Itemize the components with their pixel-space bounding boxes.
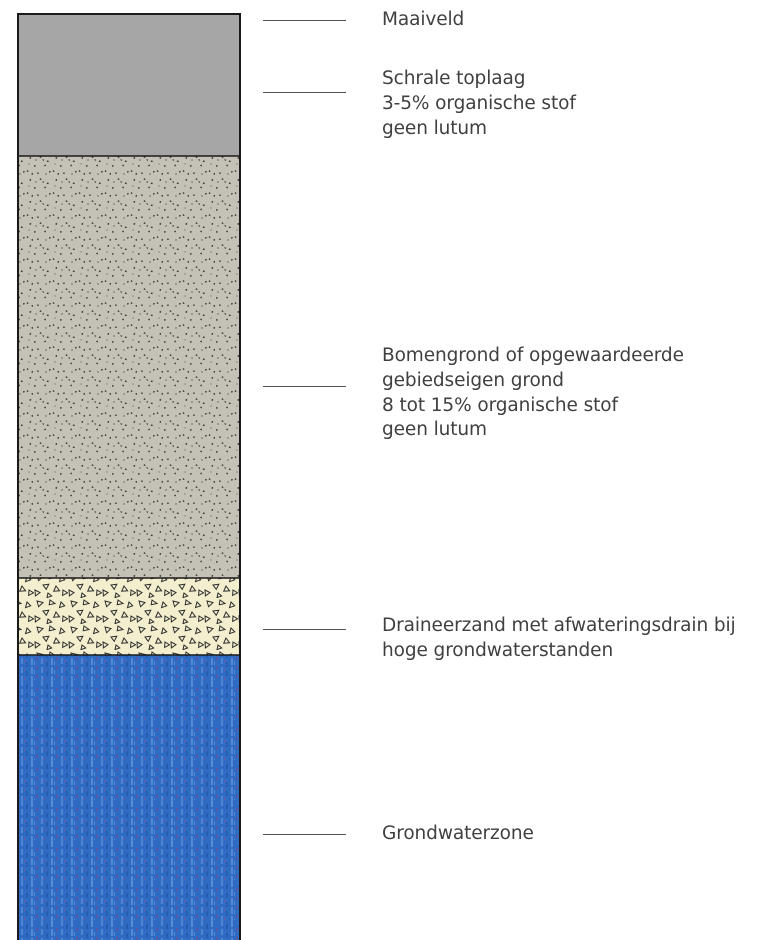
- label-line: Maaiveld: [382, 9, 465, 30]
- label-line: hoge grondwaterstanden: [382, 639, 614, 661]
- column-outline: [17, 13, 241, 940]
- layer-draineerzand: [18, 578, 240, 655]
- label-maaiveld: Maaiveld: [382, 8, 464, 33]
- label-line: Draineerzand met afwateringsdrain bij: [382, 615, 736, 636]
- label-line: 8 tot 15% organische stof: [382, 394, 618, 416]
- label-draineerzand: Draineerzand met afwateringsdrain bij ho…: [382, 614, 736, 664]
- label-line: Grondwaterzone: [382, 823, 534, 844]
- label-grondwater: Grondwaterzone: [382, 822, 534, 847]
- leader-line-maaiveld: [263, 20, 346, 21]
- leader-line-draineerzand: [263, 629, 346, 630]
- layer-bomengrond: [18, 156, 240, 578]
- leader-line-bomengrond: [263, 386, 346, 387]
- leader-line-toplaag: [263, 92, 346, 93]
- layer-grondwater: [18, 655, 240, 940]
- label-line: gebiedseigen grond: [382, 369, 564, 391]
- layer-toplaag: [18, 14, 240, 156]
- leader-line-grondwater: [263, 834, 346, 835]
- label-line: geen lutum: [382, 419, 487, 441]
- label-line: geen lutum: [382, 117, 487, 139]
- label-line: Bomengrond of opgewaardeerde: [382, 345, 684, 366]
- label-line: 3-5% organische stof: [382, 92, 576, 114]
- label-bomengrond: Bomengrond of opgewaardeerde gebiedseige…: [382, 344, 684, 443]
- label-line: Schrale toplaag: [382, 68, 526, 89]
- label-toplaag: Schrale toplaag 3-5% organische stof gee…: [382, 67, 576, 141]
